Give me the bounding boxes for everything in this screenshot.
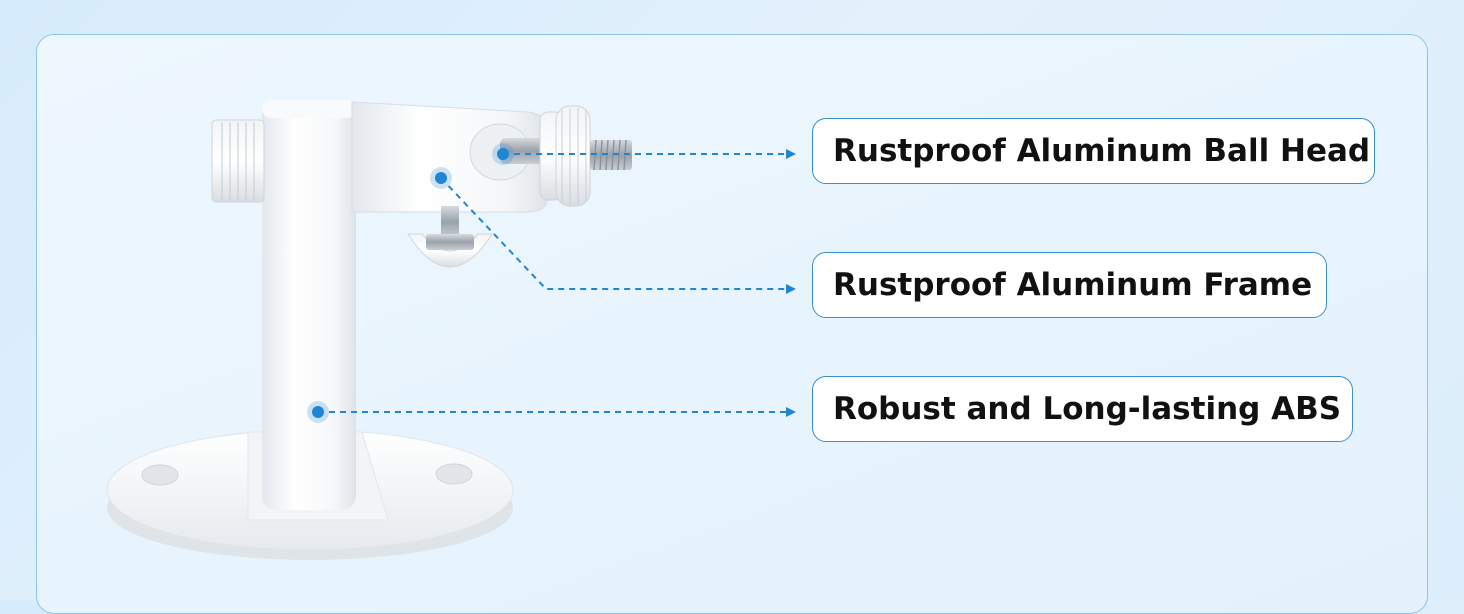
callout-label-ball-head: Rustproof Aluminum Ball Head [812, 118, 1375, 184]
callout-dots [307, 143, 514, 423]
callout-dot-icon [307, 401, 329, 423]
vertical-post [262, 100, 356, 510]
callout-label-abs: Robust and Long-lasting ABS [812, 376, 1353, 442]
callout-dot-icon [492, 143, 514, 165]
lower-screw [407, 206, 493, 268]
callout-label-text: Rustproof Aluminum Frame [833, 267, 1313, 303]
callout-label-frame: Rustproof Aluminum Frame [812, 252, 1327, 318]
ball-head [500, 105, 632, 207]
back-knob [211, 119, 265, 203]
callout-lines [318, 149, 796, 417]
callout-label-text: Robust and Long-lasting ABS [833, 391, 1342, 427]
callout-dot-icon [430, 167, 452, 189]
callout-line-frame [440, 177, 796, 294]
callout-label-text: Rustproof Aluminum Ball Head [833, 133, 1371, 169]
product-illustration [106, 100, 796, 560]
